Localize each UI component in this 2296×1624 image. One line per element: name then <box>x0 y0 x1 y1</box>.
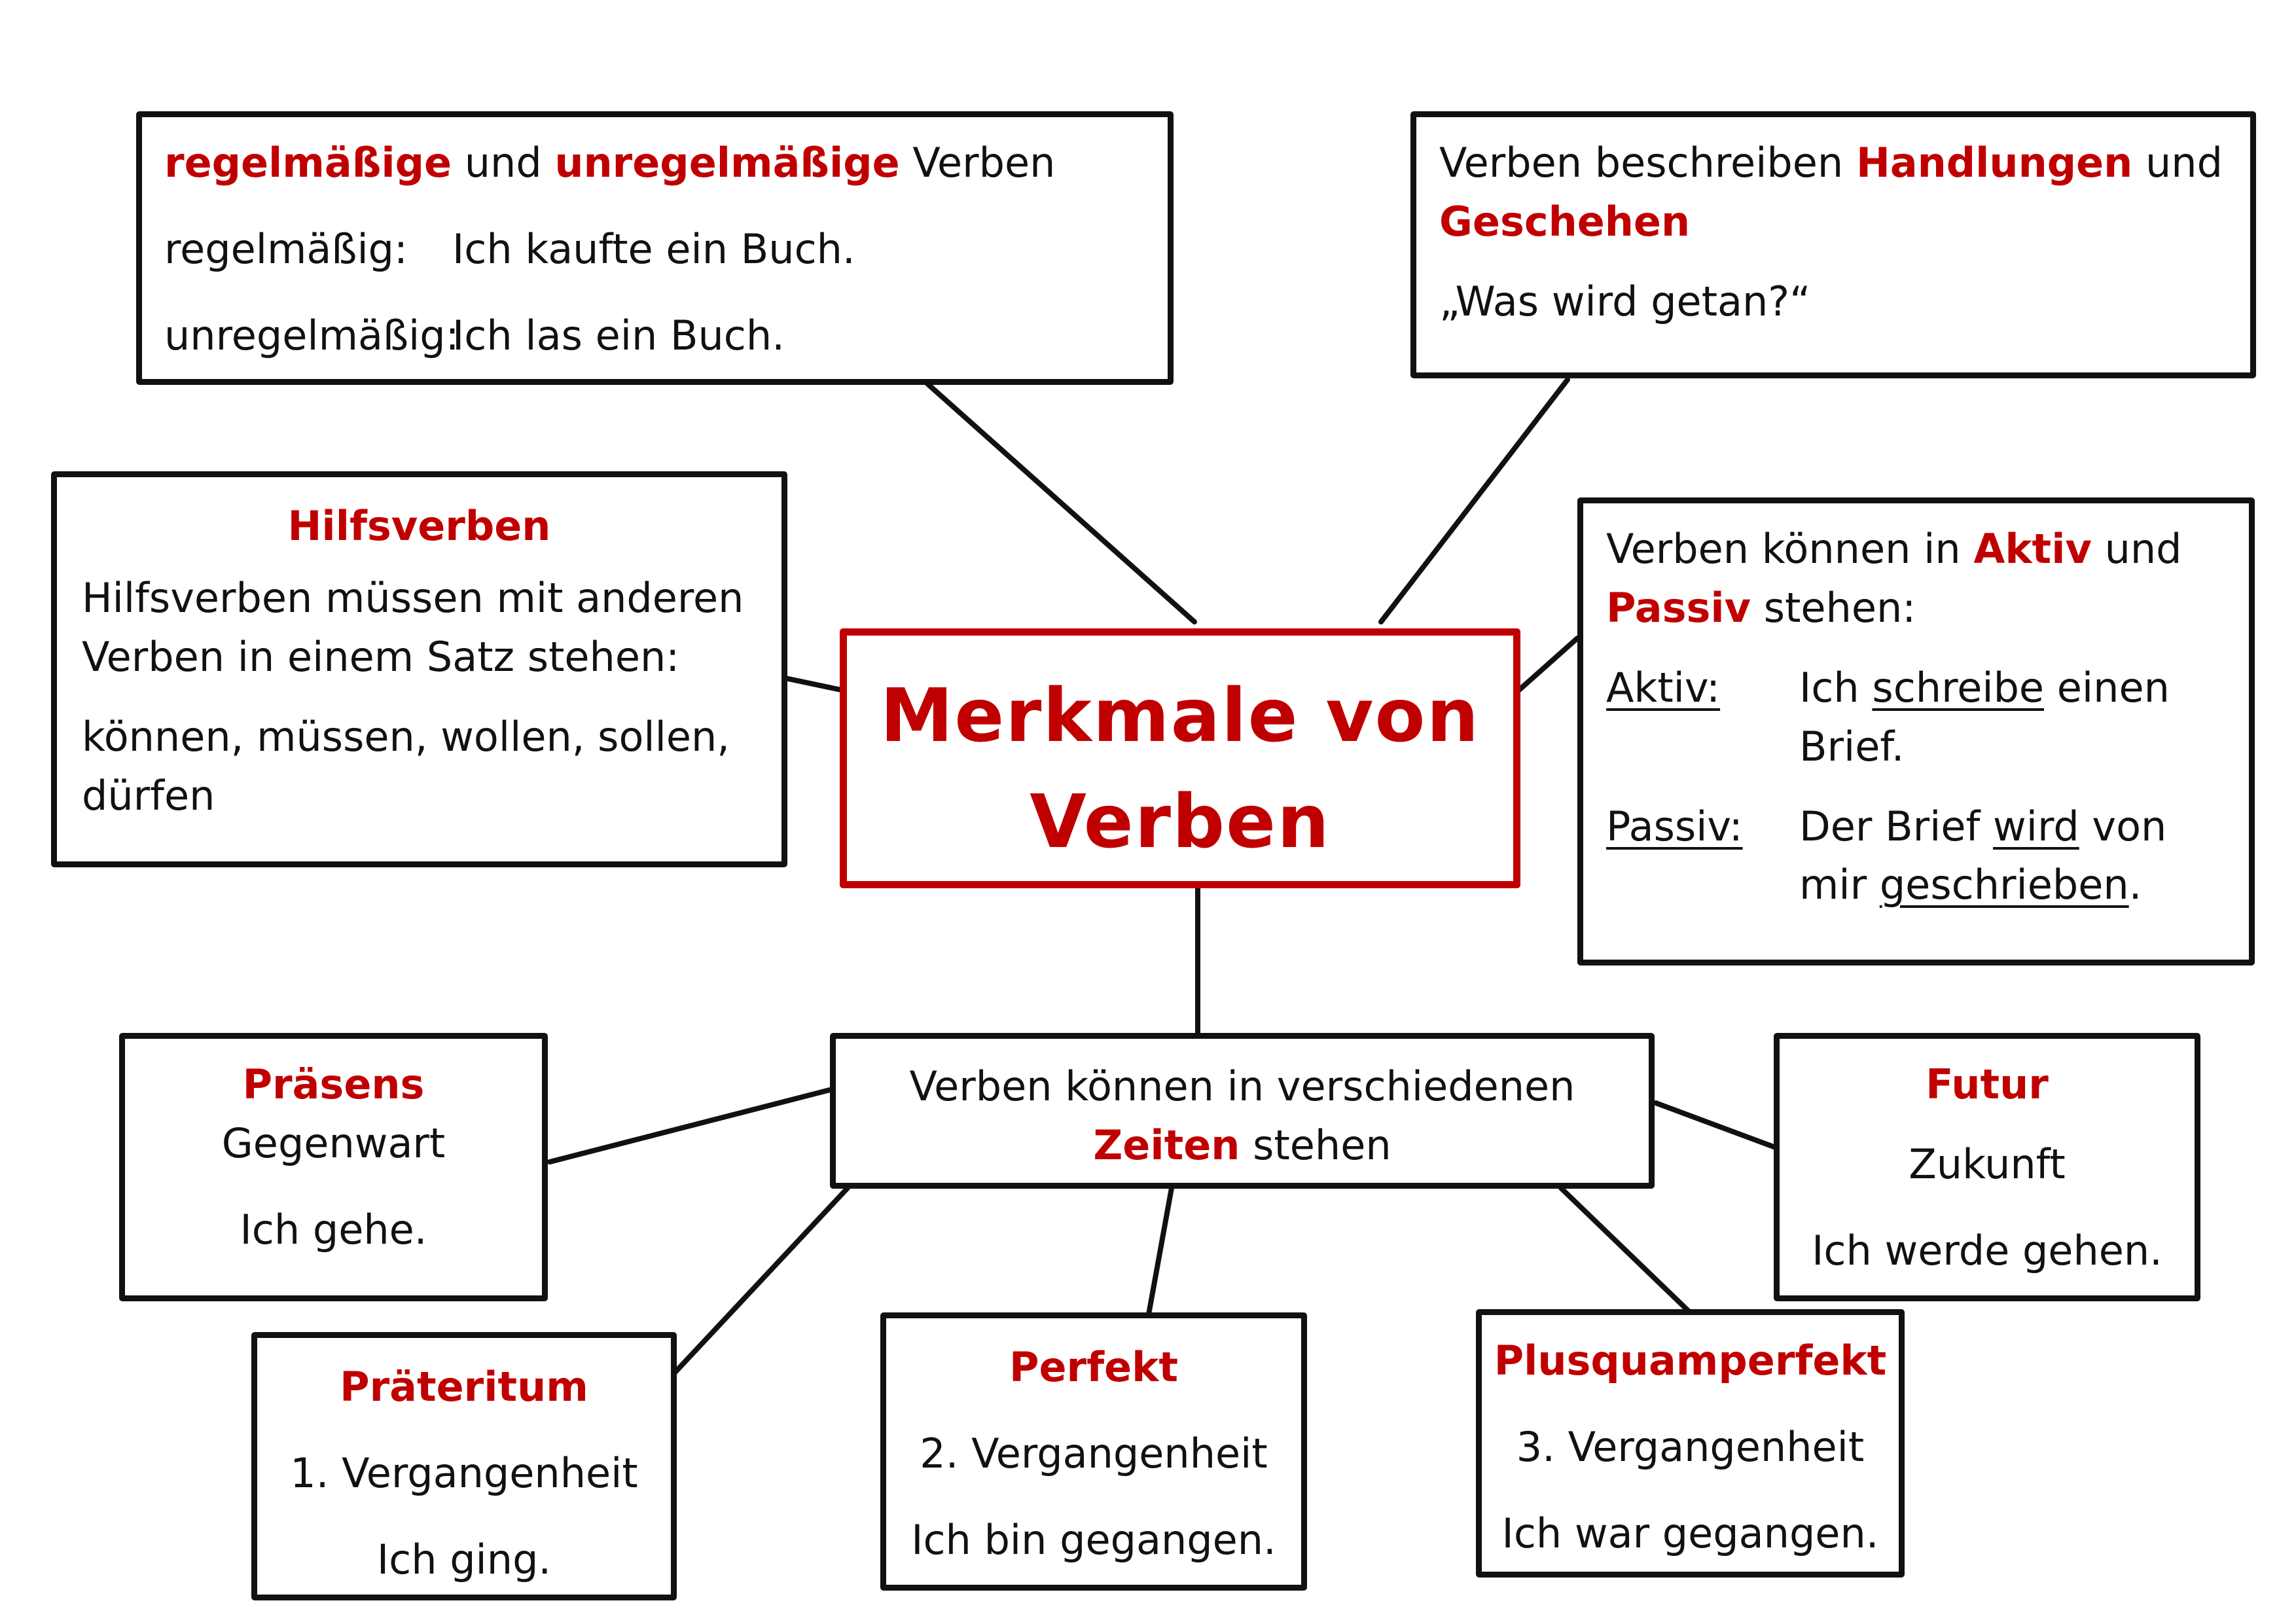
actions-question: „Was wird getan?“ <box>1439 277 1811 325</box>
auxiliary-line1: Hilfsverben müssen mit anderen <box>82 573 744 622</box>
plusquamperfekt-box: Plusquamperfekt 3. Vergangenheit Ich war… <box>1476 1309 1905 1578</box>
actions-line1: Verben beschreiben Handlungen und <box>1439 139 2223 187</box>
regular-irregular-box: regelmäßige und unregelmäßige Verben reg… <box>136 111 1174 385</box>
voice-line1: Verben können in Aktiv und <box>1606 525 2182 573</box>
voice-word-aktiv: Aktiv <box>1973 525 2092 573</box>
connector-voice <box>1516 636 1580 693</box>
connector-futur <box>1653 1100 1776 1149</box>
plusquamperfekt-title: Plusquamperfekt <box>1494 1337 1887 1384</box>
perfekt-meaning: 2. Vergangenheit <box>920 1429 1268 1477</box>
center-title-line2: Verben <box>1030 780 1331 865</box>
praeteritum-box: Präteritum 1. Vergangenheit Ich ging. <box>251 1332 677 1600</box>
actions-box: Verben beschreiben Handlungen und Gesche… <box>1410 111 2256 378</box>
perfekt-box: Perfekt 2. Vergangenheit Ich bin gegange… <box>880 1312 1307 1591</box>
passive-example: Passiv: Der Brief wird von mir geschrieb… <box>1606 797 2249 915</box>
connector-actions <box>1378 377 1570 624</box>
regular-example-row: regelmäßig: Ich kaufte ein Buch. <box>164 220 1168 279</box>
active-verb: schreibe <box>1872 663 2045 712</box>
auxiliary-line4: dürfen <box>82 771 215 820</box>
actions-word-handlungen: Handlungen <box>1856 139 2133 187</box>
auxiliary-title: Hilfsverben <box>287 502 551 550</box>
praeteritum-title: Präteritum <box>340 1363 588 1411</box>
perfekt-example: Ich bin gegangen. <box>911 1515 1276 1564</box>
tenses-line2: Zeiten stehen <box>1093 1121 1391 1169</box>
futur-box: Futur Zukunft Ich werde gehen. <box>1774 1033 2200 1301</box>
tenses-line1: Verben können in verschiedenen <box>909 1062 1575 1110</box>
connector-auxiliary <box>780 675 847 693</box>
passive-label: Passiv: <box>1606 802 1743 850</box>
praeteritum-meaning: 1. Vergangenheit <box>290 1449 638 1497</box>
active-passive-box: Verben können in Aktiv und Passiv stehen… <box>1577 497 2255 965</box>
praesens-title: Präsens <box>242 1060 425 1108</box>
actions-word-geschehen: Geschehen <box>1439 197 1691 245</box>
irregular-example-row: unregelmäßig: Ich las ein Buch. <box>164 306 1168 365</box>
futur-title: Futur <box>1926 1060 2049 1108</box>
connector-regular <box>920 377 1197 624</box>
futur-example: Ich werde gehen. <box>1812 1226 2162 1274</box>
center-topic-box: Merkmale von Verben <box>840 628 1520 888</box>
auxiliary-line3: können, müssen, wollen, sollen, <box>82 712 730 761</box>
praeteritum-example: Ich ging. <box>376 1535 552 1583</box>
futur-meaning: Zukunft <box>1909 1140 2066 1188</box>
active-label: Aktiv: <box>1606 663 1721 712</box>
passive-verb-geschrieben: geschrieben <box>1879 861 2129 909</box>
regular-example: Ich kaufte ein Buch. <box>452 225 855 273</box>
irregular-word: unregelmäßige <box>554 139 900 187</box>
tenses-word-zeiten: Zeiten <box>1093 1121 1240 1169</box>
auxiliary-line2: Verben in einem Satz stehen: <box>82 632 680 681</box>
center-title-line1: Merkmale von <box>880 674 1480 759</box>
regular-word: regelmäßige <box>164 139 452 187</box>
connector-praeteritum <box>672 1185 850 1376</box>
tenses-box: Verben können in verschiedenen Zeiten st… <box>830 1033 1655 1189</box>
perfekt-title: Perfekt <box>1009 1343 1178 1391</box>
passive-verb-wird: wird <box>1993 802 2079 850</box>
plusquamperfekt-example: Ich war gegangen. <box>1501 1509 1879 1557</box>
praesens-box: Präsens Gegenwart Ich gehe. <box>119 1033 548 1301</box>
auxiliary-verbs-box: Hilfsverben Hilfsverben müssen mit ander… <box>51 471 787 867</box>
irregular-example: Ich las ein Buch. <box>452 311 785 359</box>
voice-word-passiv: Passiv <box>1606 583 1751 632</box>
voice-line2: Passiv stehen: <box>1606 583 1916 632</box>
praesens-meaning: Gegenwart <box>221 1119 446 1167</box>
active-example: Aktiv: Ich schreibe einen Brief. <box>1606 659 2249 776</box>
connector-plusquam <box>1558 1185 1691 1314</box>
regular-label: regelmäßig: <box>164 225 408 273</box>
regular-heading: regelmäßige und unregelmäßige Verben <box>164 139 1056 187</box>
connector-perfekt <box>1146 1185 1174 1317</box>
irregular-label: unregelmäßig: <box>164 311 459 359</box>
praesens-example: Ich gehe. <box>240 1205 427 1254</box>
plusquamperfekt-meaning: 3. Vergangenheit <box>1516 1422 1865 1471</box>
connector-praesens <box>547 1087 833 1164</box>
